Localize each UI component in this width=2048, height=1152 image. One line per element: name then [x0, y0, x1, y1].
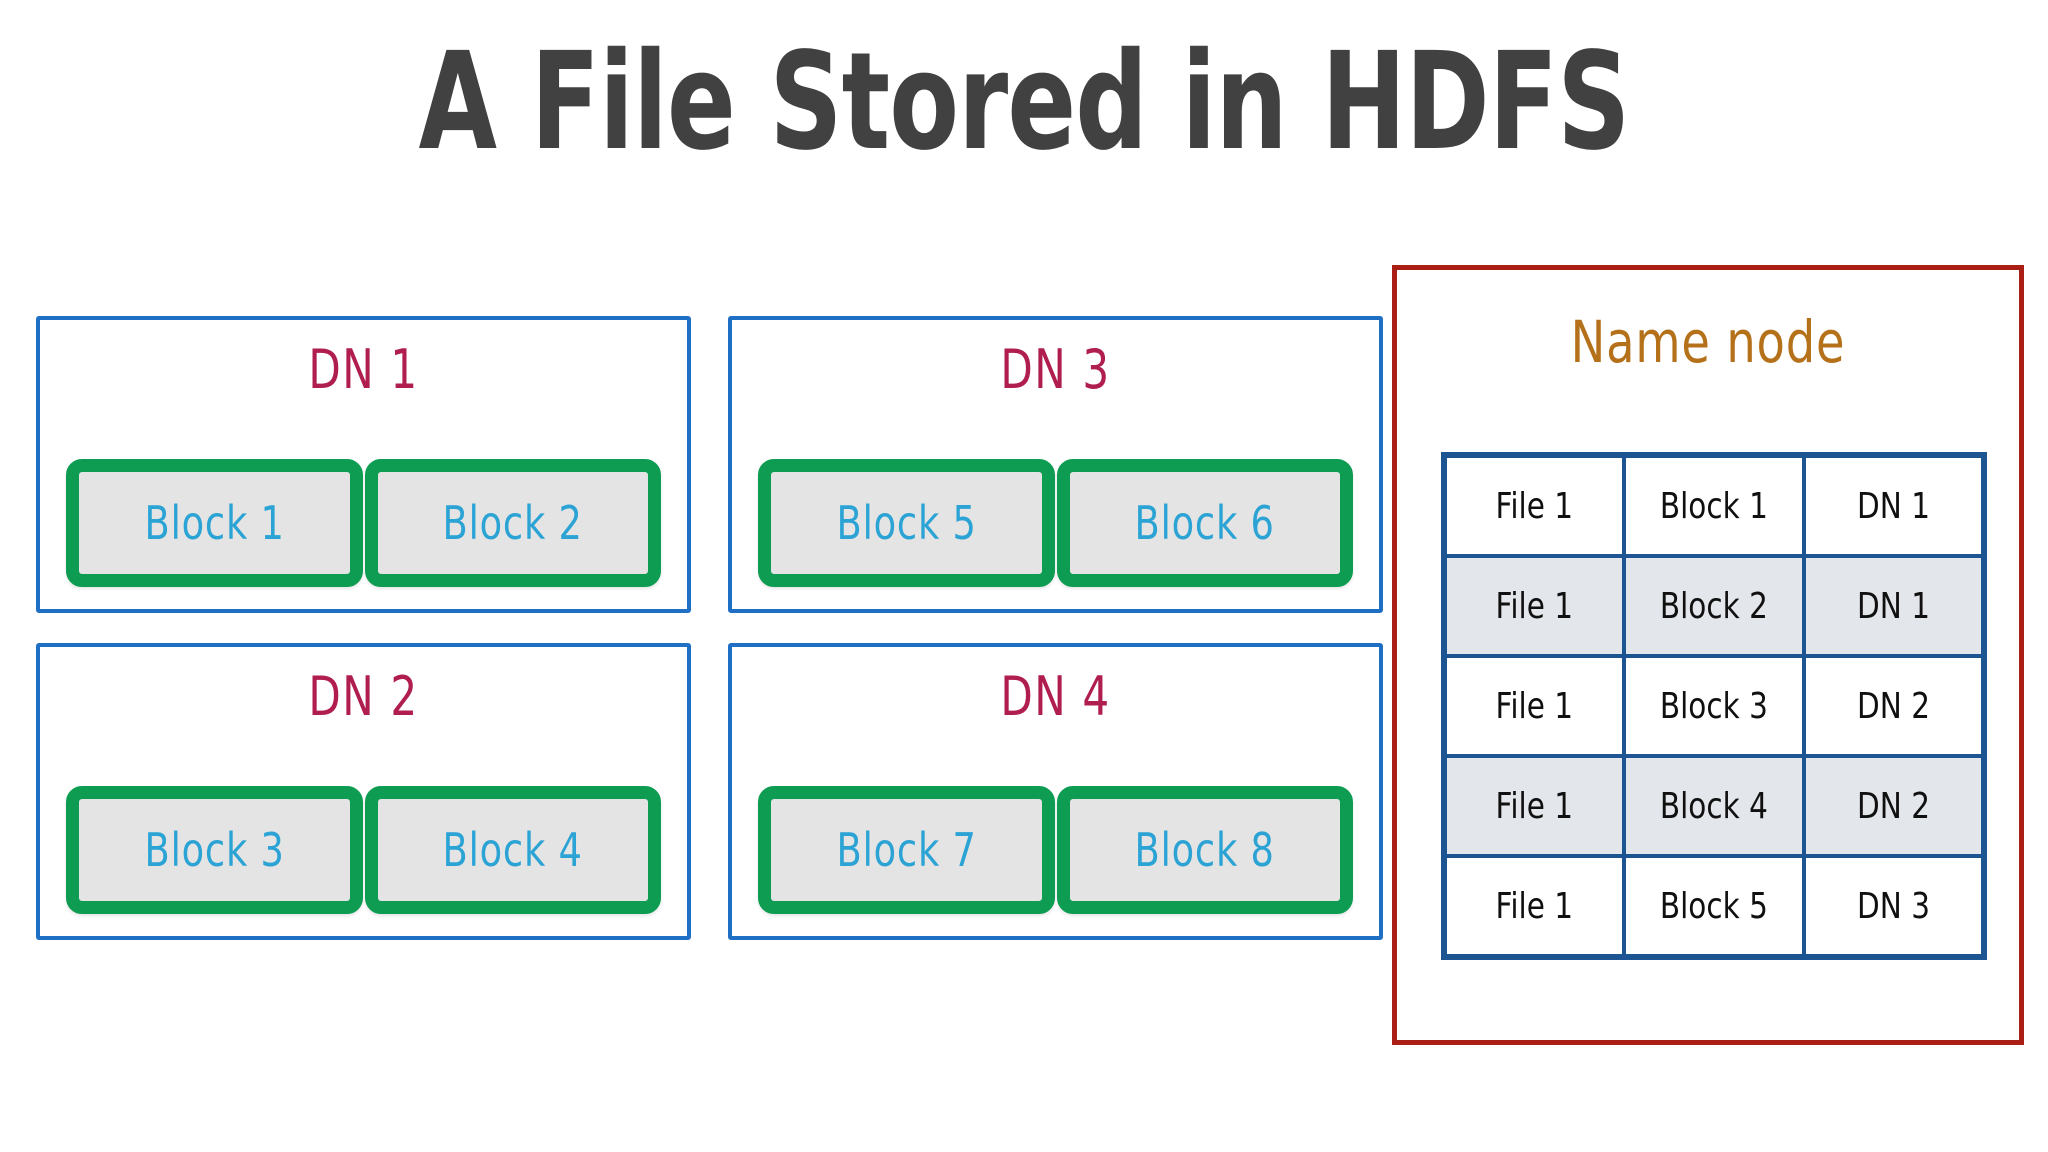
- cell-file: File 1: [1442, 854, 1626, 959]
- block-tile[interactable]: Block 3: [66, 786, 363, 914]
- cell-block-text: Block 1: [1659, 485, 1769, 527]
- cell-block-text: Block 2: [1659, 585, 1769, 627]
- cell-datanode-text: DN 3: [1857, 885, 1930, 927]
- datanode-label-1: DN 1: [308, 338, 419, 401]
- block-tile[interactable]: Block 6: [1056, 459, 1353, 587]
- block-tile[interactable]: Block 2: [364, 459, 661, 587]
- block-label: Block 3: [144, 823, 285, 877]
- cell-datanode-text: DN 2: [1857, 785, 1930, 827]
- block-label: Block 6: [1134, 496, 1275, 550]
- namenode-table: File 1 Block 1 DN 1 File 1 Block 2 DN 1 …: [1441, 452, 1987, 960]
- table-row: File 1 Block 3 DN 2: [1442, 654, 1986, 758]
- datanode-box-4: DN 4 Block 7 Block 8: [728, 643, 1383, 940]
- block-row-3: Block 5 Block 6: [758, 459, 1353, 587]
- cell-block: Block 4: [1622, 754, 1806, 858]
- block-label: Block 1: [144, 496, 285, 550]
- cell-block-text: Block 5: [1659, 885, 1769, 927]
- cell-file: File 1: [1442, 453, 1626, 558]
- table-row: File 1 Block 2 DN 1: [1442, 554, 1986, 658]
- cell-file-text: File 1: [1495, 585, 1574, 627]
- block-tile[interactable]: Block 5: [758, 459, 1055, 587]
- namenode-panel: Name node File 1 Block 1 DN 1 File 1 Blo…: [1392, 265, 2024, 1045]
- block-tile[interactable]: Block 7: [758, 786, 1055, 914]
- block-label: Block 4: [442, 823, 583, 877]
- cell-file: File 1: [1442, 754, 1626, 858]
- block-label: Block 5: [836, 496, 977, 550]
- block-tile[interactable]: Block 8: [1056, 786, 1353, 914]
- block-row-1: Block 1 Block 2: [66, 459, 661, 587]
- cell-datanode: DN 2: [1802, 654, 1986, 758]
- cell-file: File 1: [1442, 554, 1626, 658]
- block-label: Block 2: [442, 496, 583, 550]
- cell-block-text: Block 4: [1659, 785, 1769, 827]
- datanode-label-4: DN 4: [1000, 665, 1111, 728]
- block-label: Block 8: [1134, 823, 1275, 877]
- cell-datanode-text: DN 1: [1857, 585, 1930, 627]
- datanode-label-3: DN 3: [1000, 338, 1111, 401]
- cell-datanode: DN 1: [1802, 554, 1986, 658]
- cell-datanode: DN 3: [1802, 854, 1986, 959]
- cell-block: Block 3: [1622, 654, 1806, 758]
- cell-block: Block 1: [1622, 453, 1806, 558]
- cell-block-text: Block 3: [1659, 685, 1769, 727]
- datanode-label-2: DN 2: [308, 665, 419, 728]
- cell-file-text: File 1: [1495, 685, 1574, 727]
- block-row-4: Block 7 Block 8: [758, 786, 1353, 914]
- table-row: File 1 Block 4 DN 2: [1442, 754, 1986, 858]
- block-label: Block 7: [836, 823, 977, 877]
- cell-block: Block 2: [1622, 554, 1806, 658]
- table-row: File 1 Block 1 DN 1: [1442, 453, 1986, 558]
- block-tile[interactable]: Block 1: [66, 459, 363, 587]
- datanode-grid: DN 1 Block 1 Block 2 DN 3 Block 5 Block …: [36, 316, 1383, 956]
- cell-datanode-text: DN 1: [1857, 485, 1930, 527]
- block-row-2: Block 3 Block 4: [66, 786, 661, 914]
- cell-file-text: File 1: [1495, 785, 1574, 827]
- cell-datanode: DN 2: [1802, 754, 1986, 858]
- cell-datanode-text: DN 2: [1857, 685, 1930, 727]
- datanode-box-2: DN 2 Block 3 Block 4: [36, 643, 691, 940]
- datanode-box-3: DN 3 Block 5 Block 6: [728, 316, 1383, 613]
- block-tile[interactable]: Block 4: [364, 786, 661, 914]
- namenode-title: Name node: [1570, 308, 1846, 376]
- cell-file-text: File 1: [1495, 885, 1574, 927]
- cell-datanode: DN 1: [1802, 453, 1986, 558]
- table-row: File 1 Block 5 DN 3: [1442, 854, 1986, 959]
- page-title: A File Stored in HDFS: [418, 22, 1631, 180]
- datanode-box-1: DN 1 Block 1 Block 2: [36, 316, 691, 613]
- cell-file: File 1: [1442, 654, 1626, 758]
- cell-file-text: File 1: [1495, 485, 1574, 527]
- cell-block: Block 5: [1622, 854, 1806, 959]
